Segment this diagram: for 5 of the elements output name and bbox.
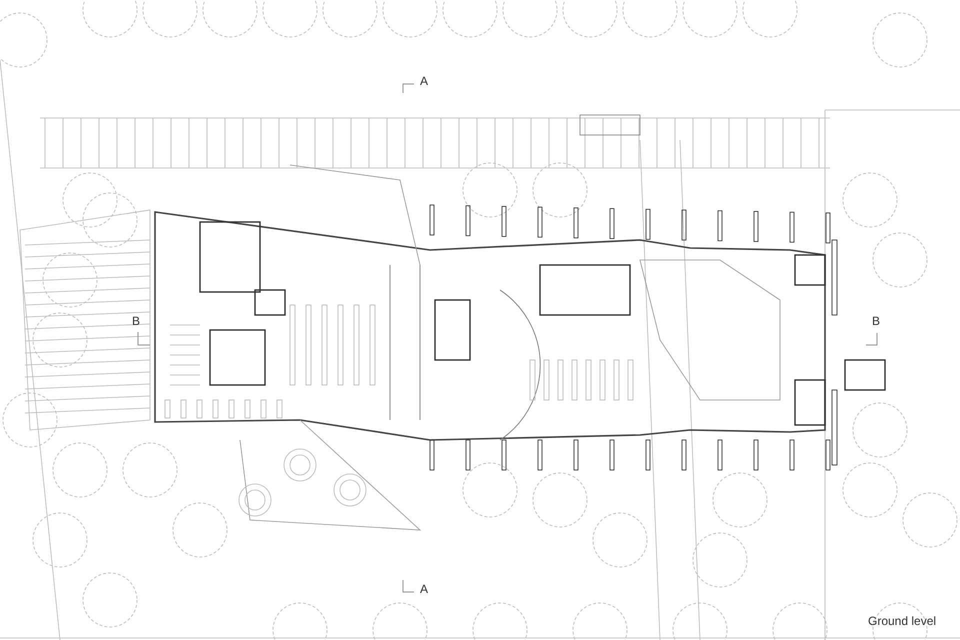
section-label: B <box>132 314 140 328</box>
section-label: B <box>872 314 880 328</box>
section-label: A <box>420 74 428 88</box>
section-label: A <box>420 582 428 596</box>
caption: Ground level <box>868 614 936 628</box>
